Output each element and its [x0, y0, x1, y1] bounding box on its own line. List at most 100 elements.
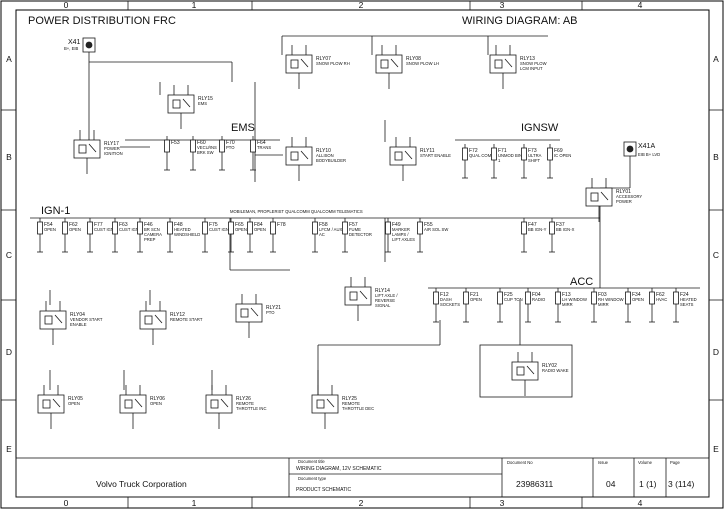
battery-label: X41: [68, 39, 81, 46]
relay-desc: SNOW PLOW RH: [316, 61, 350, 66]
fuse-desc: TRANS: [257, 145, 271, 150]
relay-desc: SNOW PLOW: [520, 61, 547, 66]
fuse-desc: FUME: [349, 227, 361, 232]
relay-id: RLY01: [616, 189, 631, 195]
relay-id: RLY02: [542, 363, 557, 369]
fuse-desc: IC OPEN: [554, 153, 571, 158]
fuse-id: F34: [632, 292, 641, 298]
col-label: 3: [500, 0, 505, 10]
fuse-desc: OPEN: [235, 227, 247, 232]
heading-wiring-diagram: WIRING DIAGRAM: AB: [462, 15, 578, 27]
fuse-id: F49: [392, 222, 401, 228]
col-label: 0: [64, 498, 69, 508]
relay-desc: THROTTLE DEC: [342, 406, 374, 411]
title-block: Volvo Truck Corporation Document title W…: [15, 457, 710, 498]
col-label: 0: [64, 0, 69, 10]
fuse-desc: MARKER: [392, 227, 410, 232]
fuse-desc: HEATED: [680, 297, 697, 302]
fuse-id: F57: [349, 222, 358, 228]
fuse-id: F13: [562, 292, 571, 298]
relay-desc: LCM INPUT: [520, 66, 543, 71]
document-title-label: Document title: [298, 459, 325, 464]
fuse-id: F64: [257, 140, 266, 146]
fuse-desc: BR SCN: [144, 227, 160, 232]
issue-label: Issue: [598, 460, 609, 465]
fuse-desc: BB IGN-X: [556, 227, 575, 232]
relay-id: RLY12: [170, 312, 185, 318]
fuse-desc: CUST IGN: [209, 227, 229, 232]
inner-frame: [15, 9, 710, 498]
fuse-desc: HVAC: [656, 297, 667, 302]
heading-ignsw: IGNSW: [521, 122, 559, 134]
relay-desc: ALLISON: [316, 153, 334, 158]
fuse-desc: DETECTOR: [349, 232, 372, 237]
fuse-id: F12: [440, 292, 449, 298]
fuse-desc: HEATED: [174, 227, 191, 232]
fuse-id: F21: [470, 292, 479, 298]
row-label: E: [713, 444, 719, 454]
relay-id: RLY11: [420, 148, 435, 154]
relay-desc: POWER: [616, 199, 632, 204]
fuse-desc: OPEN: [470, 297, 482, 302]
fuse-desc: CUST IGN: [94, 227, 114, 232]
battery-sub: B+, EIB: [64, 46, 79, 51]
fuse-id: F77: [94, 222, 103, 228]
row-label: C: [6, 250, 12, 260]
relay-id: RLY08: [406, 56, 421, 62]
relay-desc: IGNITION: [104, 151, 123, 156]
fuse-desc: LAMPS /: [392, 232, 409, 237]
col-label: 4: [638, 498, 643, 508]
volume: 1 (1): [639, 479, 657, 489]
fuse-desc: PTO: [226, 145, 235, 150]
row-label: B: [6, 152, 12, 162]
row-label: E: [6, 444, 12, 454]
fuse-ems-f53: F53: [164, 136, 180, 171]
relay-desc: PTO: [266, 310, 275, 315]
fuse-desc: WINDSHIELD: [174, 232, 200, 237]
fuse-id: F48: [174, 222, 183, 228]
relay-desc: ENABLE: [70, 322, 87, 327]
fuse-desc: ULTRA: [528, 153, 542, 158]
column-labels-top: 0 1 2 3 4: [64, 0, 643, 10]
fuse-id: F37: [556, 222, 565, 228]
fuse-id: F73: [528, 148, 537, 154]
fuse-id: F47: [528, 222, 537, 228]
fuse-id: F60: [197, 140, 206, 146]
relay-desc: START ENABLE: [420, 153, 451, 158]
col-label: 3: [500, 498, 505, 508]
relay-desc: REMOTE: [236, 401, 254, 406]
fuse-desc: RH WINDOW: [598, 297, 624, 302]
fuse-id: F62: [69, 222, 78, 228]
relay-desc: THROTTLE INC: [236, 406, 266, 411]
fuse-desc: OPEN: [632, 297, 644, 302]
fuse-id: F62: [656, 292, 665, 298]
row-label: A: [713, 54, 719, 64]
fuse-desc: AC: [319, 232, 325, 237]
relay-desc: REMOTE START: [170, 317, 203, 322]
relay-desc: ACCESSORY: [616, 194, 642, 199]
fuse-desc: BB IGN-Y: [528, 227, 547, 232]
fuse-desc: SEATS: [680, 302, 694, 307]
fuse-desc: DASH: [440, 297, 452, 302]
fuse-id: F72: [469, 148, 478, 154]
